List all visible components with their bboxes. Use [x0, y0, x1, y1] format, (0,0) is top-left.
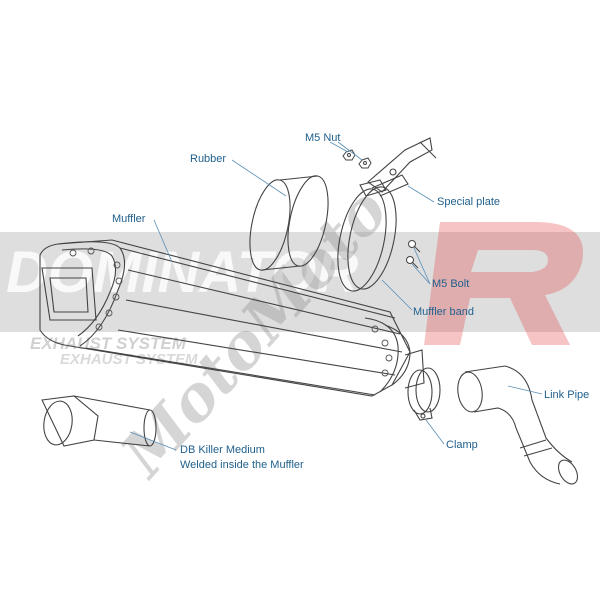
leader-m5bolt-a — [413, 247, 431, 285]
leader-special-plate — [407, 185, 435, 203]
leader-m5bolt-b — [411, 263, 431, 285]
leader-rubber — [231, 159, 287, 197]
m5-nuts — [342, 149, 372, 169]
db-killer-part — [41, 395, 157, 447]
watermark-subtitle: EXHAUST SYSTEM — [30, 334, 187, 353]
link-pipe-part — [457, 365, 579, 485]
muffler-band-part — [337, 179, 397, 292]
label-special-plate: Special plate — [437, 196, 500, 208]
label-m5-bolt: M5 Bolt — [432, 278, 470, 290]
muffler-part — [39, 239, 425, 397]
leader-clamp — [425, 419, 445, 445]
rear-cap-rivets — [371, 325, 393, 377]
leader-link-pipe — [507, 385, 543, 395]
leader-m5nut-a — [329, 141, 349, 153]
label-rubber: Rubber — [190, 153, 227, 165]
label-link-pipe: Link Pipe — [544, 389, 590, 401]
end-cap-rivets — [69, 247, 123, 331]
leader-m5nut-b — [337, 141, 363, 161]
special-plate-part — [367, 137, 437, 197]
leader-db-killer — [129, 431, 177, 451]
watermark-subtitle-2: EXHAUST SYSTEM — [60, 351, 198, 368]
leader-lines — [129, 141, 543, 451]
clamp-part — [407, 367, 441, 421]
label-db-killer: DB Killer Medium — [180, 444, 265, 456]
label-db-killer-note: Welded inside the Muffler — [180, 459, 304, 471]
watermark: DOMINATOR EXHAUST SYSTEM EXHAUST SYSTEM — [0, 232, 600, 368]
rubber-part — [249, 175, 329, 271]
label-muffler-band: Muffler band — [413, 306, 474, 318]
label-muffler: Muffler — [112, 213, 146, 225]
m5-bolts — [406, 240, 421, 269]
label-clamp: Clamp — [446, 439, 478, 451]
label-m5-nut: M5 Nut — [305, 132, 341, 144]
leader-muffler — [153, 219, 173, 263]
leader-muffler-band — [381, 279, 413, 311]
watermark-r-logo — [424, 222, 584, 345]
watermark-band — [0, 232, 600, 332]
